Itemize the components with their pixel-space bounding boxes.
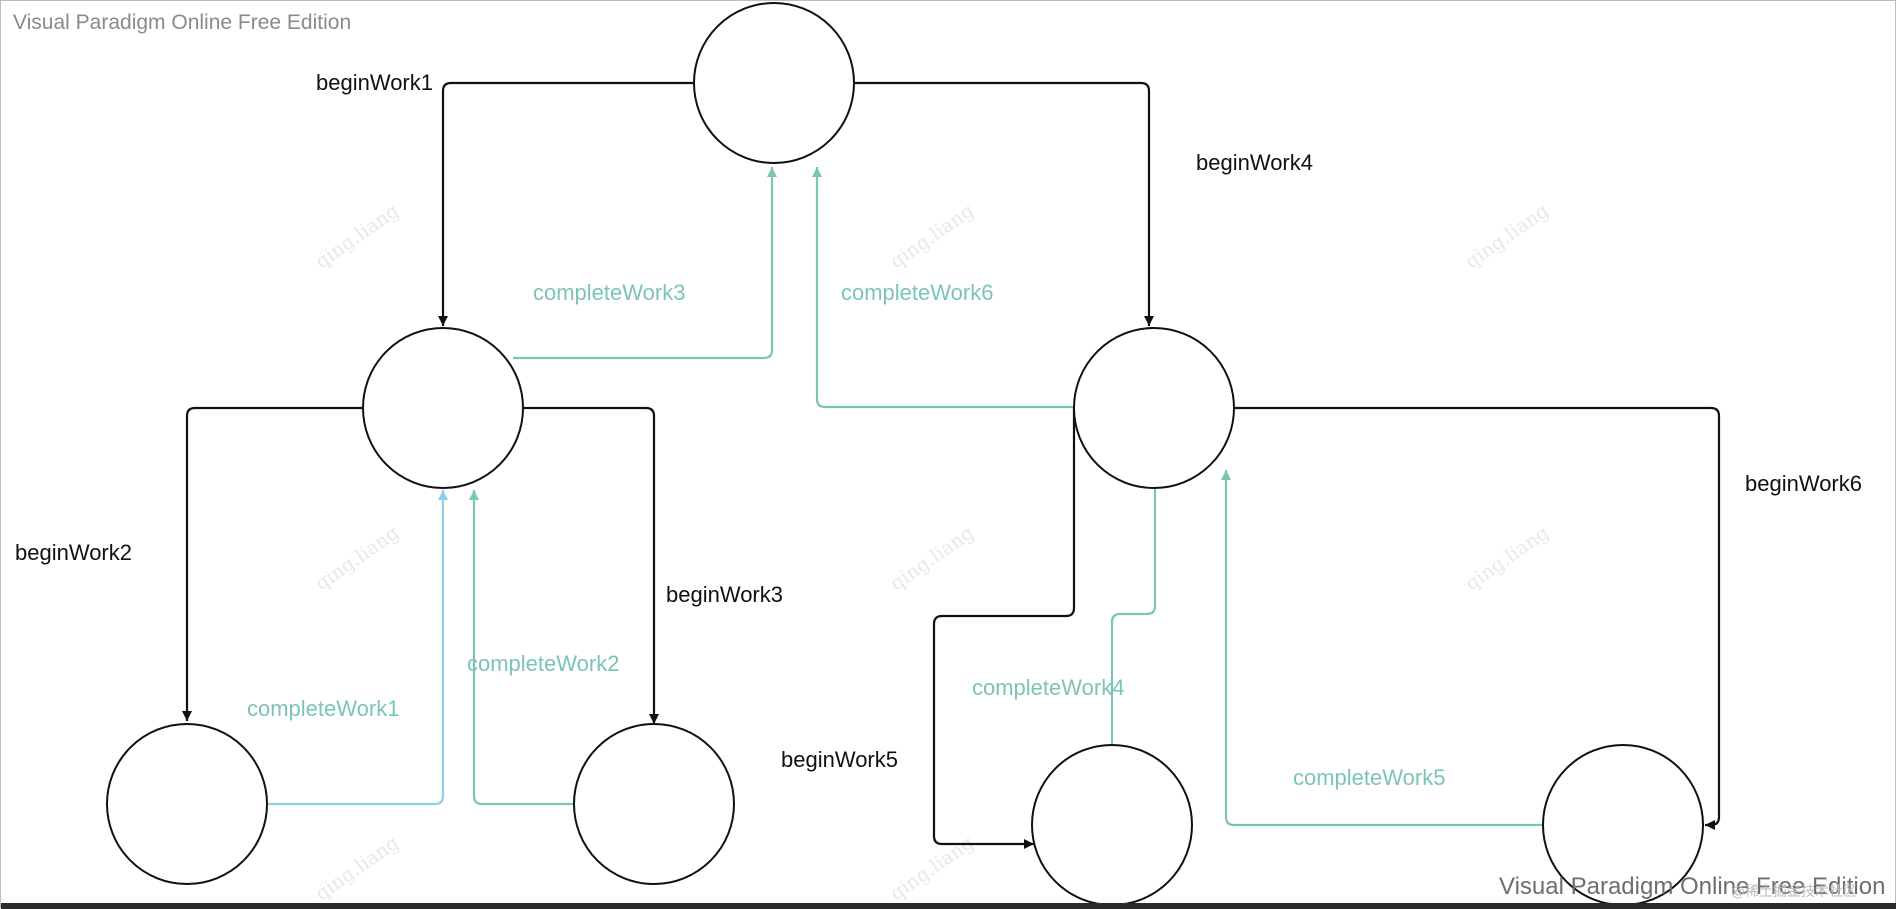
edge-beginwork1 bbox=[438, 81, 695, 326]
label-completework2: completeWork2 bbox=[467, 651, 619, 676]
edge-completework1 bbox=[267, 490, 448, 806]
bottom-border-line bbox=[1, 903, 1896, 909]
label-beginwork2: beginWork2 bbox=[15, 540, 132, 565]
complete-labels: completeWork1 completeWork2 completeWork… bbox=[247, 280, 1445, 790]
label-completework4: completeWork4 bbox=[972, 675, 1124, 700]
node-left-left bbox=[106, 723, 268, 885]
node-right bbox=[1073, 327, 1235, 489]
corner-watermark: @稀土掘金技术社区 bbox=[1731, 884, 1857, 900]
tree-nodes bbox=[106, 2, 1704, 906]
edge-completework3 bbox=[513, 167, 777, 360]
edge-beginwork5 bbox=[932, 406, 1076, 849]
node-left bbox=[362, 327, 524, 489]
faint-watermark: qing.liang bbox=[311, 832, 403, 905]
node-root bbox=[693, 2, 855, 164]
faint-watermark: qing.liang bbox=[311, 522, 403, 595]
node-right-left bbox=[1031, 744, 1193, 906]
edge-completework6 bbox=[812, 167, 1073, 409]
begin-edges bbox=[182, 81, 1721, 849]
watermark-bottom: Visual Paradigm Online Free Edition bbox=[1499, 873, 1886, 900]
faint-watermark: qing.liang bbox=[1461, 522, 1553, 595]
edge-beginwork2 bbox=[182, 406, 363, 721]
label-completework5: completeWork5 bbox=[1293, 765, 1445, 790]
begin-labels: beginWork1 beginWork2 beginWork3 beginWo… bbox=[15, 70, 1862, 772]
faint-watermark: qing.liang bbox=[886, 832, 978, 905]
label-beginwork3: beginWork3 bbox=[666, 582, 783, 607]
faint-watermark: qing.liang bbox=[886, 522, 978, 595]
faint-watermark: qing.liang bbox=[311, 200, 403, 273]
edge-completework5 bbox=[1221, 470, 1543, 827]
node-left-right bbox=[573, 723, 735, 885]
label-completework6: completeWork6 bbox=[841, 280, 993, 305]
faint-watermarks: qing.liang qing.liang qing.liang qing.li… bbox=[311, 200, 1553, 905]
faint-watermark: qing.liang bbox=[1461, 200, 1553, 273]
label-beginwork4: beginWork4 bbox=[1196, 150, 1313, 175]
label-beginwork1: beginWork1 bbox=[316, 70, 433, 95]
complete-edges bbox=[267, 167, 1543, 827]
label-completework1: completeWork1 bbox=[247, 696, 399, 721]
edge-completework2 bbox=[469, 490, 574, 806]
edge-beginwork4 bbox=[853, 81, 1154, 326]
edge-beginwork6 bbox=[1233, 406, 1721, 830]
label-beginwork5: beginWork5 bbox=[781, 747, 898, 772]
watermark-top: Visual Paradigm Online Free Edition bbox=[13, 11, 352, 34]
edge-completework4 bbox=[1110, 470, 1160, 746]
label-completework3: completeWork3 bbox=[533, 280, 685, 305]
label-beginwork6: beginWork6 bbox=[1745, 471, 1862, 496]
faint-watermark: qing.liang bbox=[886, 200, 978, 273]
edge-beginwork3 bbox=[523, 406, 659, 724]
